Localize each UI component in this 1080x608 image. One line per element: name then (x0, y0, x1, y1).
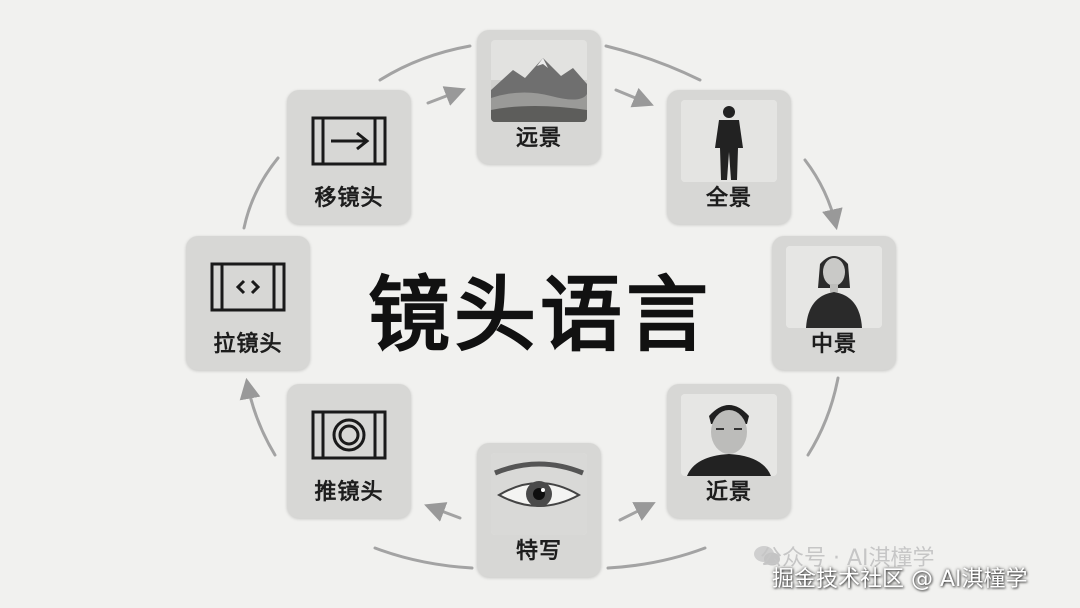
arc-yi-to-yuan (378, 44, 472, 82)
node-label: 推镜头 (314, 480, 384, 505)
node-yi: 移镜头 (287, 90, 411, 224)
node-label: 近景 (705, 480, 752, 505)
pull-out-icon (200, 246, 296, 328)
node-label: 全景 (705, 186, 752, 211)
node-jinjing: 近景 (667, 384, 791, 518)
node-label: 中景 (810, 332, 857, 357)
node-tui: 推镜头 (287, 384, 411, 518)
node-label: 特写 (515, 539, 562, 564)
arc-quan-to-zhong (803, 158, 843, 231)
watermark-official-account: 公众号 · AI淇橦学 (760, 546, 935, 571)
arc-tui-to-la (239, 377, 277, 457)
arrow-yuan-to-quan (614, 87, 654, 108)
full-body-silhouette-icon (681, 100, 777, 182)
pan-arrow-icon (301, 100, 397, 182)
eye-extreme-closeup-icon (491, 453, 587, 535)
node-yuanjing: 远景 (477, 30, 601, 164)
arc-la-to-yi (242, 156, 280, 230)
node-quanjing: 全景 (667, 90, 791, 224)
arrow-yi-to-yuan (426, 86, 466, 106)
wechat-icon (754, 546, 780, 566)
mountain-landscape-icon (491, 40, 587, 122)
watermark-juejin: 掘金技术社区 @ AI淇橦学 (772, 567, 1028, 592)
push-in-icon (301, 394, 397, 476)
node-label: 移镜头 (314, 186, 384, 211)
man-closeup-icon (681, 394, 777, 476)
arc-zhong-to-jin (806, 376, 840, 457)
node-la: 拉镜头 (186, 236, 310, 370)
arc-te-to-tui (373, 546, 474, 570)
node-label: 拉镜头 (213, 332, 283, 357)
diagram-title: 镜头语言 (367, 268, 712, 363)
arrow-te-to-tui (424, 502, 462, 522)
node-texie: 特写 (477, 443, 601, 577)
woman-medium-shot-icon (786, 246, 882, 328)
node-zhongjing: 中景 (772, 236, 896, 370)
arc-yuan-to-quan (604, 44, 702, 82)
node-label: 远景 (515, 126, 562, 151)
arrow-jin-to-te (618, 502, 656, 522)
arc-jin-to-te (606, 546, 707, 570)
